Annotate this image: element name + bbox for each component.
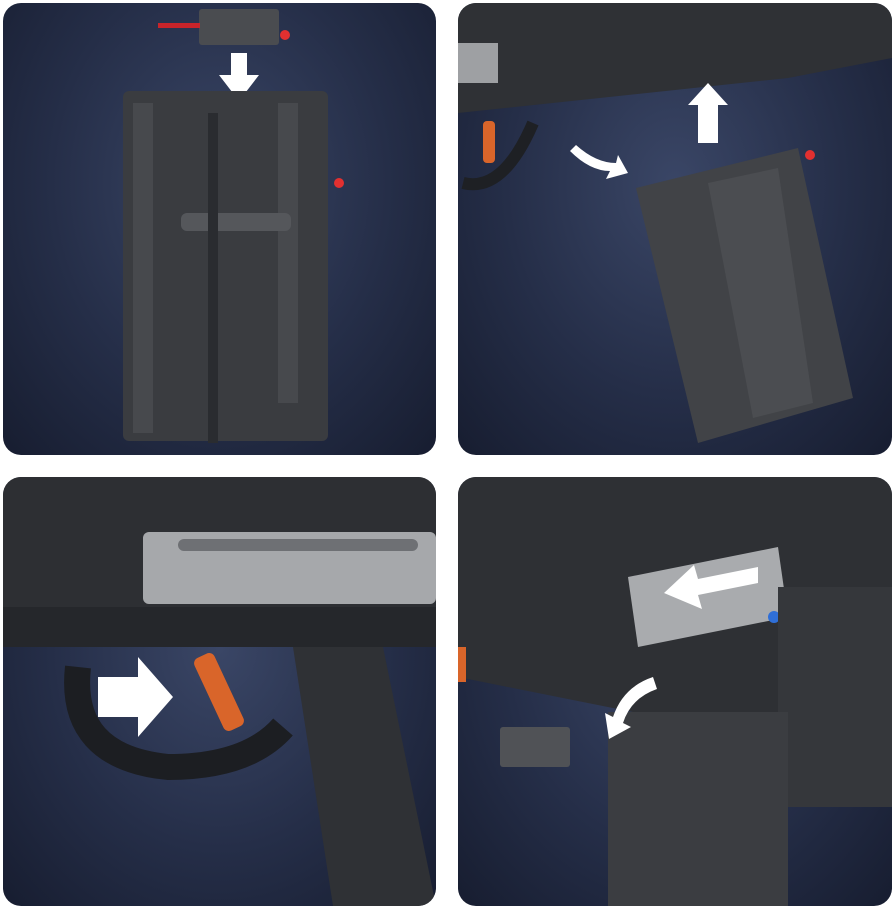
photo-panel-magazine-attach [458,3,892,455]
magazine [608,712,788,906]
rail-rod [178,539,418,551]
orange-lever [458,647,466,682]
arrow-up-icon [688,83,728,143]
red-stud-side [334,178,344,188]
arrow-right-icon [98,657,173,737]
gun-body [458,3,892,113]
blue-pin [768,611,780,623]
orange-lever [483,121,495,163]
gray-brick [458,43,498,83]
red-stud [805,150,815,160]
arrow-curve-icon [605,677,657,739]
receiver-side [778,587,892,807]
ammo-block [199,9,279,45]
arrow-down-icon [219,53,259,101]
cross-bar [181,213,291,231]
magazine-illustration [123,9,344,443]
ammo-block [500,727,570,767]
red-stud [280,30,290,40]
magazine-body [123,91,328,441]
orange-trigger [194,653,244,731]
red-pin [158,23,200,28]
photo-panel-magazine-loading [3,3,436,455]
magazine-attach-illustration [458,3,892,443]
magazine-panel [708,168,813,418]
bolt-release-illustration [458,477,892,906]
lower-receiver [3,607,436,647]
center-rod [208,113,218,443]
grip [293,647,436,906]
photo-panel-bolt-release [458,477,892,906]
trigger-illustration [3,477,436,906]
side-beam-right [278,103,298,403]
arrow-curve-icon [570,145,628,179]
arrow-left-icon [664,565,758,609]
side-beam-left [133,103,153,433]
trigger-guard [64,665,293,781]
photo-panel-trigger [3,477,436,906]
trigger-guard [461,120,539,191]
